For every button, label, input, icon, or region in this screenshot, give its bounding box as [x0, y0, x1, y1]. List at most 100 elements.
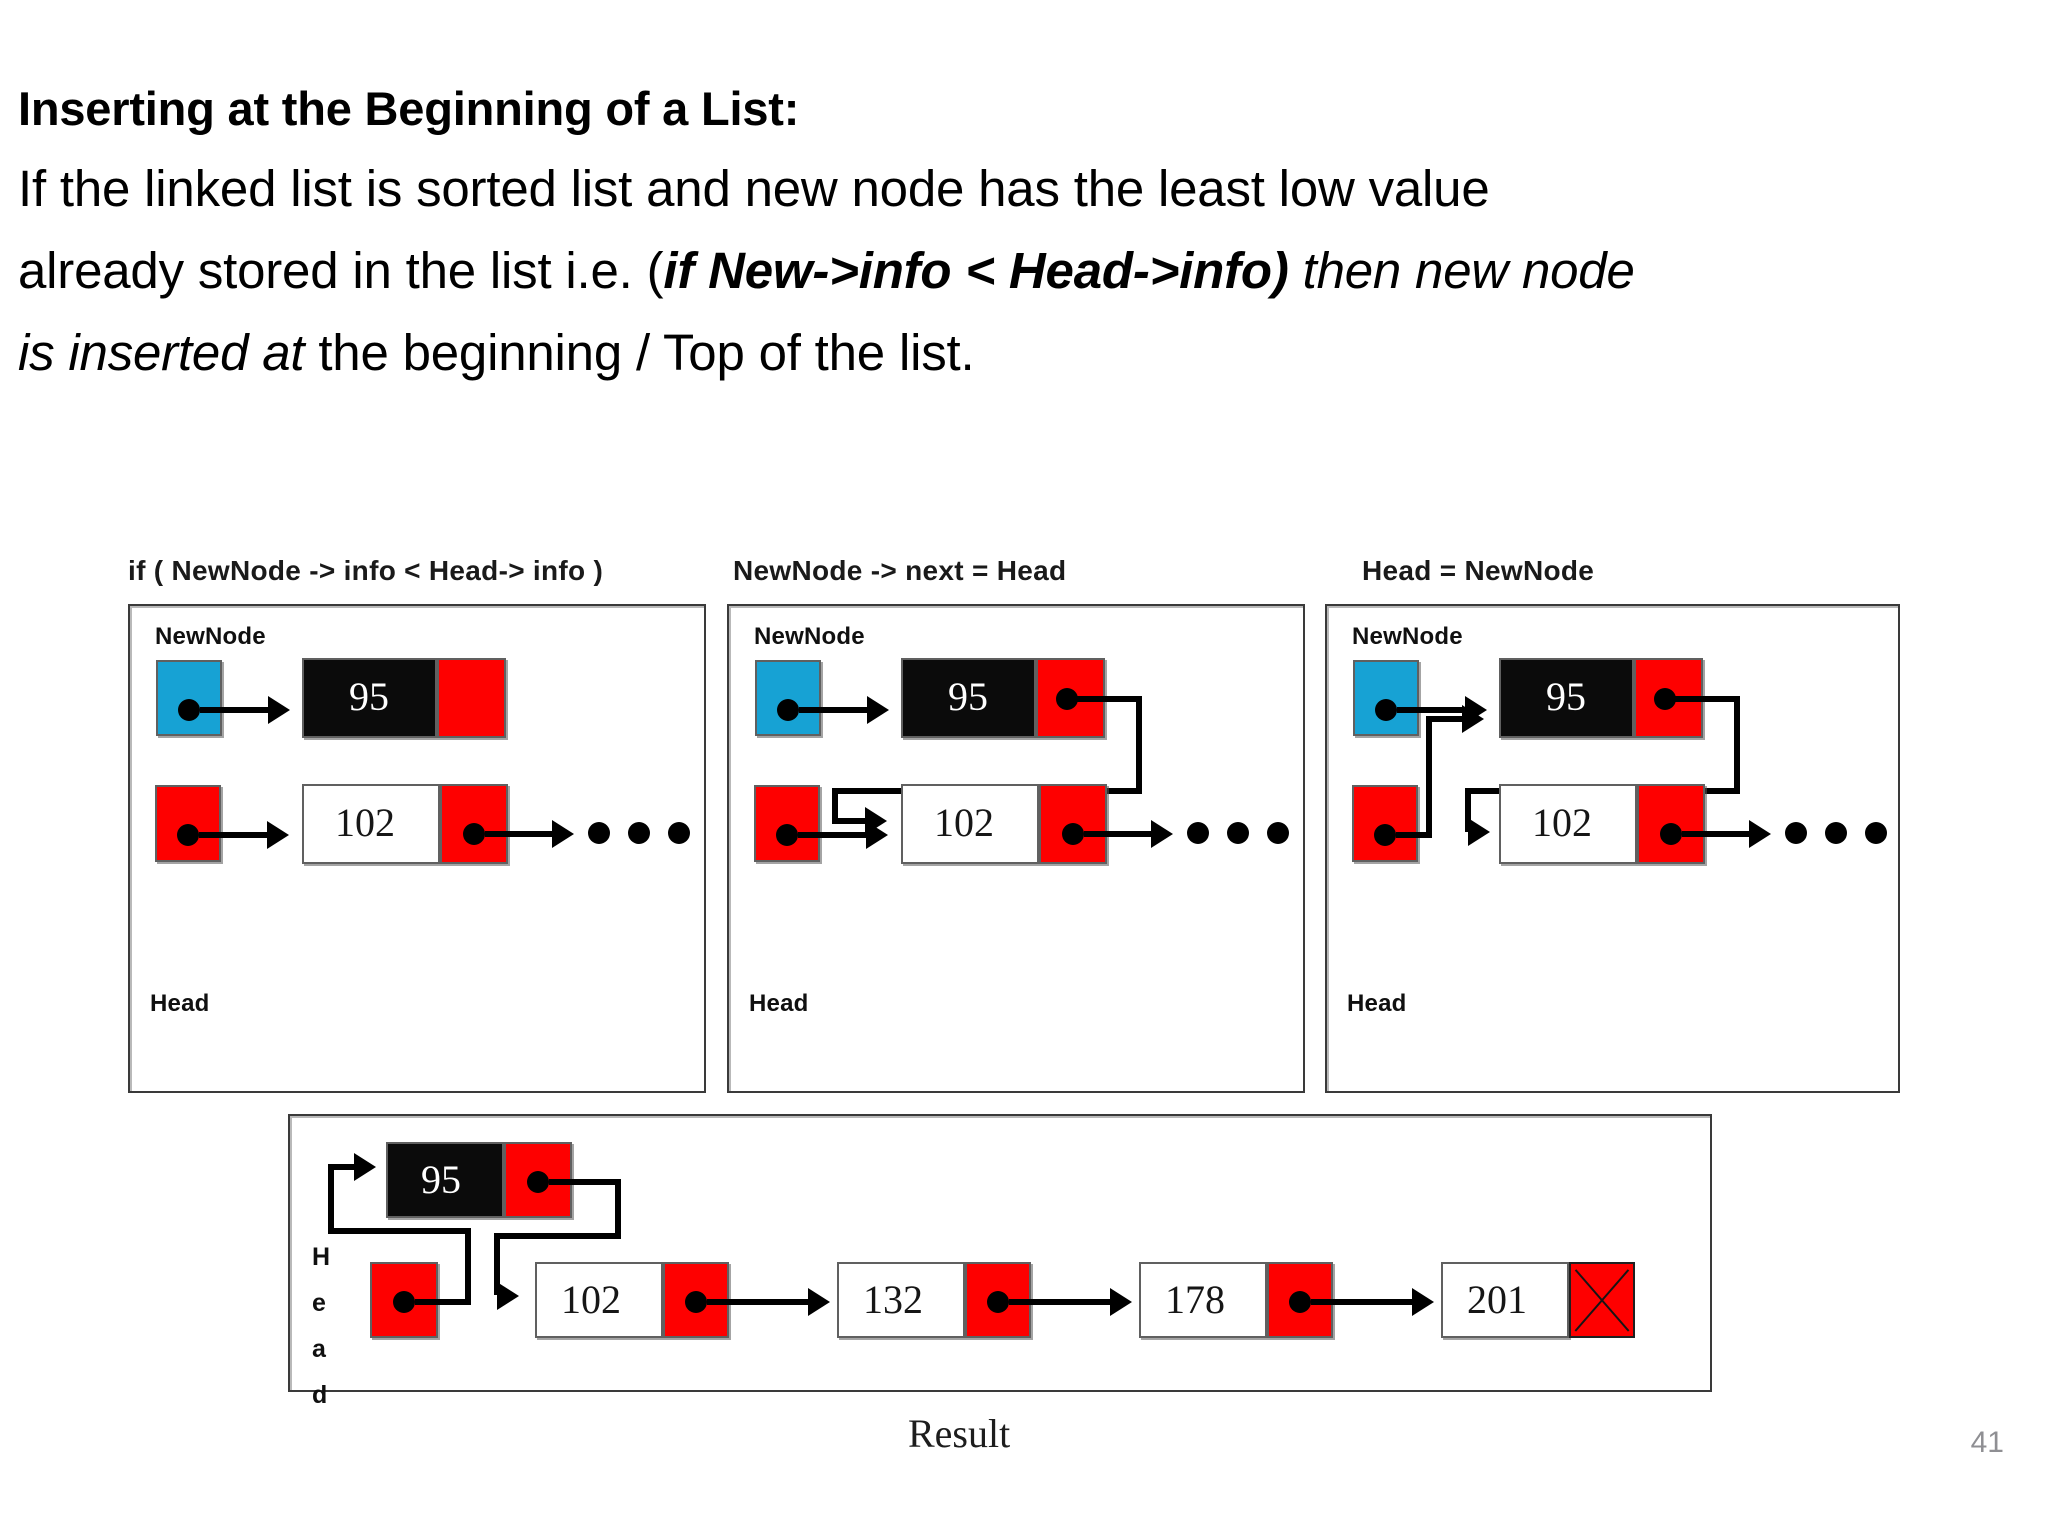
panel-3-arrow-head-tail [1749, 820, 1771, 848]
panel-3-link-seg-h1 [1672, 696, 1740, 702]
panel-1-list-node-info [302, 784, 440, 864]
body-line-1: If the linked list is sorted list and ne… [18, 160, 1490, 217]
panel-1-newnode-label: NewNode [155, 623, 266, 650]
result-head-letter-h: H [312, 1243, 331, 1271]
panel-2-link-seg-v2 [832, 788, 838, 824]
panel-2-ellipsis [1187, 822, 1289, 844]
body-line-2-tail: then new node [1288, 242, 1635, 299]
result-caption: Result [908, 1411, 1011, 1456]
page-number: 41 [1970, 1426, 2004, 1459]
body-line-3-italic: is inserted at [18, 324, 305, 381]
panel-3-arrow-line-newnode [1397, 707, 1469, 713]
result-headlink-arrow-head [354, 1153, 376, 1181]
panel-2-arrow-line-head [798, 832, 870, 838]
panel-3-list-node-info [1499, 784, 1637, 864]
panel-3-headlink-arrow-head [1462, 705, 1484, 733]
result-arrow-line-1 [1009, 1299, 1114, 1305]
panel-3-head-dot [1374, 824, 1396, 846]
panel-1-arrow-line-tail [485, 831, 556, 837]
panel-2-head-label: Head [749, 990, 809, 1017]
panel-3-caption: Head = NewNode [1362, 555, 1595, 586]
panel-1-arrow-head-newnode [268, 696, 290, 724]
panel-1-arrow-head-head [267, 821, 289, 849]
result-head-dot [393, 1291, 415, 1313]
body-line-2: already stored in the list i.e. (if New-… [18, 230, 2028, 312]
panel-2-arrow-head-newnode [867, 696, 889, 724]
panel-3-headlink-seg-h1 [1396, 832, 1432, 838]
panel-step-1: NewNode Head 95 102 [128, 604, 706, 1093]
result-link95-seg-v1 [615, 1179, 621, 1239]
result-link95-seg-h2 [494, 1233, 621, 1239]
result-headlink-seg-h1 [415, 1299, 471, 1305]
panel-step-3: NewNode Head 95 102 [1325, 604, 1900, 1093]
panel-3-ellipsis [1785, 822, 1887, 844]
panel-3-head-label: Head [1347, 990, 1407, 1017]
panel-3-link-arrow-head [1468, 818, 1490, 846]
body-line-2-condition: if New->info < Head->info) [663, 242, 1289, 299]
result-node-value-2: 178 [1165, 1277, 1225, 1322]
result-head-letter-a: a [312, 1335, 326, 1363]
panel-1-caption: if ( NewNode -> info < Head-> info ) [128, 555, 604, 586]
panel-step-2: NewNode Head 95 102 [727, 604, 1305, 1093]
panel-2-new-node-info [901, 658, 1036, 738]
result-null-pointer-icon [1569, 1262, 1635, 1338]
result-node-dot-0 [685, 1291, 707, 1313]
panel-1-head-label: Head [150, 990, 210, 1017]
result-node-dot-1 [987, 1291, 1009, 1313]
panel-3-link-seg-v2 [1465, 788, 1471, 832]
panel-2-newnode-pointer-box [755, 660, 821, 736]
panel-2-link-seg-h1 [1074, 696, 1142, 702]
panel-3-newnode-pointer-box [1353, 660, 1419, 736]
panel-1-arrow-head-tail [552, 820, 574, 848]
body-line-3: is inserted at the beginning / Top of th… [18, 312, 2028, 394]
result-node-value-3: 201 [1467, 1277, 1527, 1322]
panel-2-arrow-head-tail [1151, 820, 1173, 848]
panel-1-ellipsis [588, 822, 690, 844]
result-head-label: H e a d [312, 1234, 330, 1418]
result-node-info-2 [1139, 1262, 1267, 1338]
panel-3-arrow-line-tail [1682, 831, 1753, 837]
panel-2-head-pointer-box [754, 785, 820, 862]
panel-1-list-node-value: 102 [335, 800, 395, 845]
panel-1-newnode-pointer-box [156, 660, 222, 736]
result-link95-arrow-head [497, 1282, 519, 1310]
panel-3-headlink-seg-h2 [1426, 716, 1466, 722]
result-head-letter-d: d [312, 1381, 328, 1409]
panel-2-list-node-dot [1062, 823, 1084, 845]
result-link95-seg-h1 [549, 1179, 621, 1185]
result-headlink-seg-h3 [328, 1164, 358, 1170]
panel-1-list-node-dot [463, 823, 485, 845]
body-line-2-plain: already stored in the list i.e. ( [18, 242, 664, 299]
result-arrow-line-0 [707, 1299, 812, 1305]
panel-2-head-dot [776, 824, 798, 846]
result-new-node-info [386, 1142, 504, 1218]
panel-2-link-seg-h3 [832, 818, 868, 824]
result-node-value-1: 132 [863, 1277, 923, 1322]
panel-3-new-node-value: 95 [1546, 674, 1586, 719]
result-node-dot-2 [1289, 1291, 1311, 1313]
panel-2-newnode-label: NewNode [754, 623, 865, 650]
result-headlink-seg-h2 [328, 1228, 471, 1234]
panel-3-head-pointer-box [1352, 785, 1418, 862]
panel-2-arrow-line-newnode [799, 707, 871, 713]
result-headlink-seg-v2 [328, 1164, 334, 1234]
panel-2-caption: NewNode -> next = Head [733, 555, 1067, 586]
panel-2-list-node-value: 102 [934, 800, 994, 845]
panel-3-link-seg-v1 [1734, 696, 1740, 794]
panel-1-head-pointer-box [155, 785, 221, 862]
result-new-node-value: 95 [421, 1157, 461, 1202]
panel-3-new-node-info [1499, 658, 1634, 738]
panel-result: H e a d 95 102 132 [288, 1114, 1712, 1409]
panel-3-list-node-value: 102 [1532, 800, 1592, 845]
result-node-info-0 [535, 1262, 663, 1338]
result-node-info-3 [1441, 1262, 1569, 1338]
panel-3-new-node-next-dot [1654, 688, 1676, 710]
panel-3-newnode-dot [1375, 699, 1397, 721]
slide-text-block: Inserting at the Beginning of a List: If… [18, 70, 2028, 394]
panel-1-new-node-next [437, 658, 506, 738]
result-arrow-head-0 [808, 1288, 830, 1316]
panel-1-head-dot [177, 824, 199, 846]
panel-2-arrow-line-tail [1084, 831, 1155, 837]
panel-2-arrow-head-head [866, 821, 888, 849]
